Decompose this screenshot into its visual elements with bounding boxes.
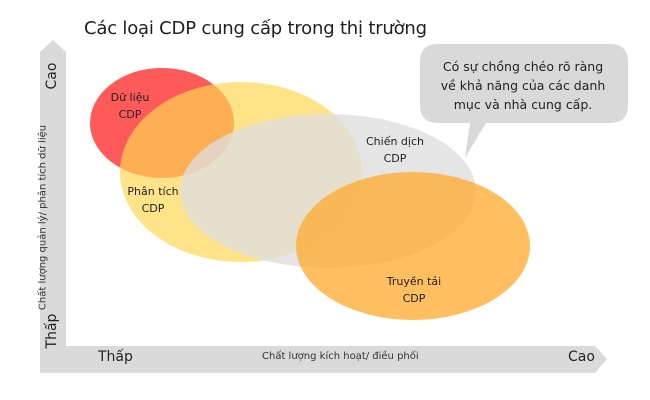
x-axis-title: Chất lượng kích hoạt/ điều phối <box>262 351 419 362</box>
label-data-cdp-line1: Dữ liệu <box>110 91 150 104</box>
label-data-cdp-line2: CDP <box>118 108 142 121</box>
label-delivery-cdp: Truyền tải CDP <box>374 273 454 307</box>
y-axis-high-label: Cao <box>44 62 60 90</box>
label-campaign-cdp: Chiến dịch CDP <box>355 133 435 167</box>
diagram-title: Các loại CDP cung cấp trong thị trường <box>84 18 427 39</box>
x-axis-arrow <box>40 346 607 373</box>
y-axis-low-label: Thấp <box>44 313 60 349</box>
y-axis-arrow <box>40 40 66 372</box>
y-axis-title: Chất lượng quản lý/ phân tích dữ liệu <box>37 124 49 311</box>
label-analytics-cdp-line2: CDP <box>141 202 165 215</box>
label-campaign-cdp-line2: CDP <box>383 152 407 165</box>
label-analytics-cdp: Phân tích CDP <box>115 183 191 217</box>
callout-line-1: Có sự chồng chéo rõ ràng <box>442 59 604 74</box>
x-axis-low-label: Thấp <box>98 349 133 365</box>
callout-bubble <box>420 44 628 158</box>
callout-line-3: mục và nhà cung cấp. <box>453 97 593 112</box>
x-axis-high-label: Cao <box>568 349 595 365</box>
label-data-cdp: Dữ liệu CDP <box>95 89 165 123</box>
label-delivery-cdp-line1: Truyền tải <box>386 275 442 288</box>
label-campaign-cdp-line1: Chiến dịch <box>365 135 424 148</box>
callout-line-2: về khả năng của các danh <box>440 78 606 93</box>
label-analytics-cdp-line1: Phân tích <box>127 185 179 198</box>
label-delivery-cdp-line2: CDP <box>402 292 426 305</box>
ellipse-delivery-cdp <box>296 172 530 320</box>
callout-text: Có sự chồng chéo rõ ràng về khả năng của… <box>418 57 628 114</box>
